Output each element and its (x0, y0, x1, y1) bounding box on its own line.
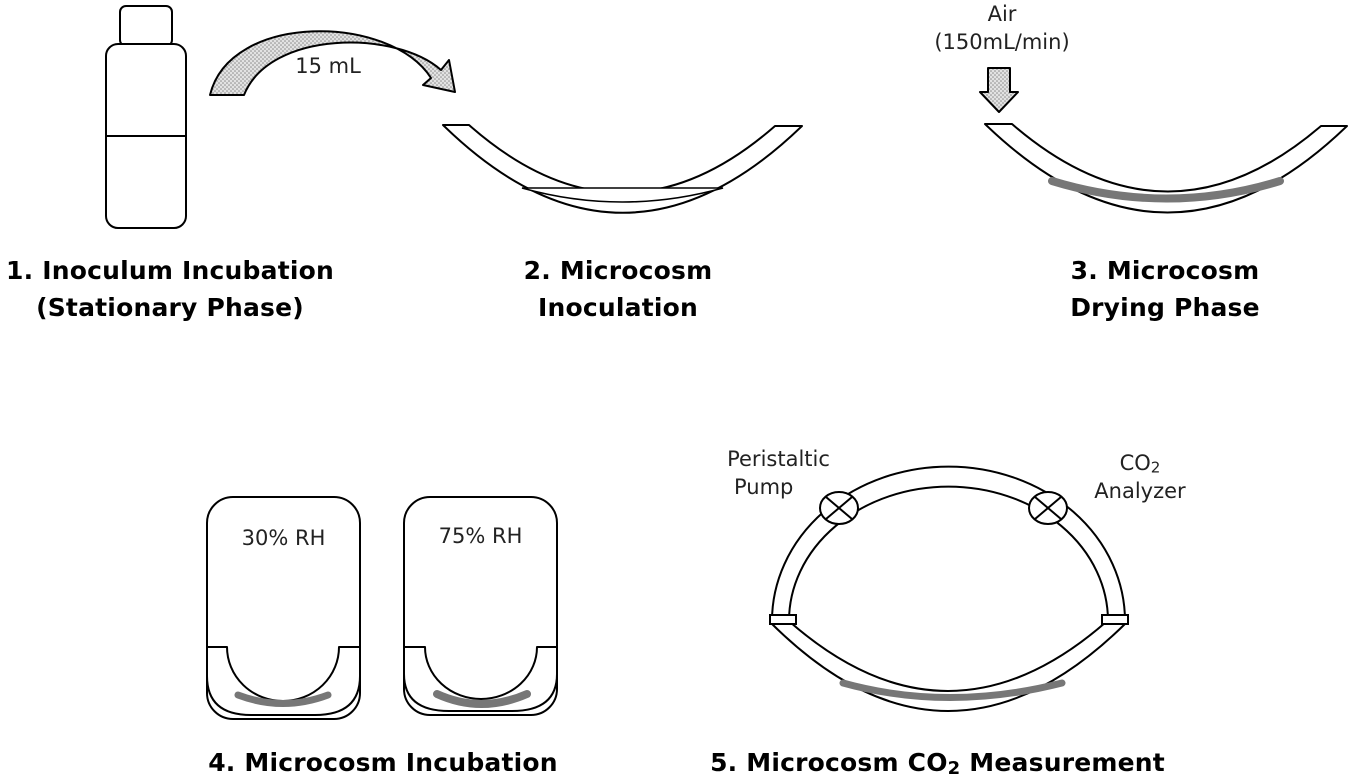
step-2-label: 2. Microcosm Inoculation (498, 252, 738, 326)
step-3-subtitle: Drying Phase (1070, 293, 1260, 322)
step-1-subtitle: (Stationary Phase) (36, 293, 304, 322)
step-5-title-suffix: Measurement (960, 748, 1165, 777)
curved-arrow-icon (209, 30, 456, 96)
step-3-title: 3. Microcosm (1070, 256, 1260, 285)
air-label: Air (987, 2, 1017, 26)
analyzer-label-line2: Analyzer (1094, 479, 1186, 503)
microcosm-dish-icon (984, 123, 1348, 214)
step-5-label: 5. Microcosm CO2 Measurement (700, 744, 1175, 781)
chamber-left-label: 30% RH (241, 526, 326, 550)
down-arrow-icon (979, 67, 1019, 113)
transfer-volume-label: 15 mL (295, 54, 361, 78)
step-2-subtitle: Inoculation (537, 293, 699, 322)
step-3-label: 3. Microcosm Drying Phase (1045, 252, 1285, 326)
step-1-label: 1. Inoculum Incubation (Stationary Phase… (0, 252, 340, 326)
step-4-label: 4. Microcosm Incubation (188, 744, 578, 781)
analyzer-label-prefix: CO (1119, 451, 1151, 475)
step-5-title-subscript: 2 (947, 758, 961, 780)
pump-label-line1: Peristaltic (727, 447, 830, 471)
pump-label-line2: Pump (734, 475, 794, 499)
chamber-icon (403, 496, 558, 716)
pump-icon (819, 491, 859, 525)
step-5-title-prefix: 5. Microcosm CO (710, 748, 948, 777)
analyzer-icon (1028, 491, 1068, 525)
step-4-title: 4. Microcosm Incubation (208, 748, 558, 777)
connector-left (769, 614, 797, 625)
step-2-title: 2. Microcosm (523, 256, 713, 285)
analyzer-label: CO2 Analyzer (1075, 449, 1205, 505)
analyzer-label-subscript: 2 (1150, 458, 1161, 477)
chamber-icon (206, 496, 361, 720)
measurement-loop (769, 465, 1129, 712)
bottle-icon (105, 5, 187, 229)
air-rate-label: (150mL/min) (934, 30, 1070, 54)
microcosm-dish-icon (442, 124, 803, 214)
chamber-right-label: 75% RH (438, 524, 523, 548)
pump-label: Peristaltic Pump (696, 445, 861, 501)
air-flow-label: Air (150mL/min) (912, 0, 1092, 56)
step-1-title: 1. Inoculum Incubation (6, 256, 334, 285)
connector-right (1101, 614, 1129, 625)
